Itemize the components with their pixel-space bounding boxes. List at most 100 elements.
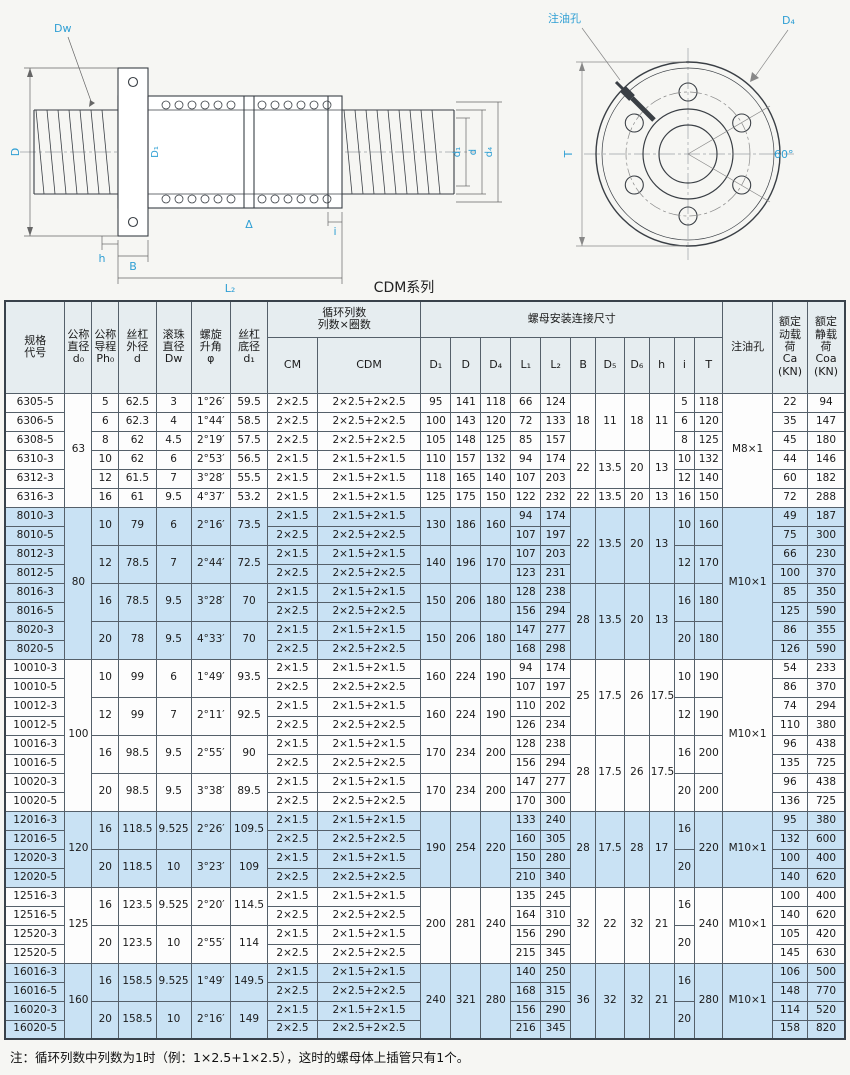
table-cell: 20 xyxy=(91,772,120,812)
table-cell: 238 xyxy=(540,582,572,603)
table-cell: 90 xyxy=(229,734,269,774)
table-cell: 16 xyxy=(91,886,120,926)
table-cell: 123.5 xyxy=(118,886,157,926)
table-cell: 36 xyxy=(570,962,596,1040)
table-cell: 288 xyxy=(807,487,846,508)
table-cell: 16 xyxy=(91,962,120,1002)
table-cell: 345 xyxy=(540,943,572,964)
table-cell: 16 xyxy=(91,582,120,622)
table-cell: 230 xyxy=(807,544,846,565)
table-cell: 2×2.5 xyxy=(267,639,318,660)
table-cell: 148 xyxy=(771,981,809,1002)
table-cell: 107 xyxy=(510,525,542,546)
ball-circles xyxy=(161,100,332,204)
table-cell: 160 xyxy=(420,658,452,698)
table-cell: 160 xyxy=(694,506,724,546)
table-cell: 2×1.5+2×1.5 xyxy=(316,620,422,641)
header-cell: i xyxy=(673,336,696,394)
table-cell: 17.5 xyxy=(595,734,625,812)
table-cell: 8 xyxy=(91,430,120,451)
table-cell: 2°16′ xyxy=(190,506,231,546)
table-cell: 2°55′ xyxy=(190,734,231,774)
table-cell: 20 xyxy=(623,506,650,584)
spec-code-cell: 16016-5 xyxy=(4,981,66,1002)
table-cell: 9.5 xyxy=(155,487,192,508)
header-cell: D xyxy=(450,336,482,394)
table-cell: 28 xyxy=(570,734,596,812)
table-cell: 6 xyxy=(155,658,192,698)
table-cell: 2°20′ xyxy=(190,886,231,926)
table-cell: 2°55′ xyxy=(190,924,231,964)
table-cell: 146 xyxy=(807,449,846,470)
table-cell: 109.5 xyxy=(229,810,269,850)
flange-dimension-lines xyxy=(576,27,789,247)
header-cell: h xyxy=(648,336,675,394)
table-cell: 400 xyxy=(807,848,846,869)
dim-label-h: h xyxy=(99,252,106,265)
table-cell: 2×2.5+2×2.5 xyxy=(316,791,422,812)
table-cell: 3°28′ xyxy=(190,582,231,622)
table-cell: 3°23′ xyxy=(190,848,231,888)
table-cell: 2×2.5+2×2.5 xyxy=(316,411,422,432)
table-cell: 231 xyxy=(540,563,572,584)
table-cell: 80 xyxy=(64,506,93,660)
table-cell: 174 xyxy=(540,449,572,470)
table-cell: M10×1 xyxy=(722,962,773,1040)
table-cell: 100 xyxy=(771,563,809,584)
table-cell: 2×1.5+2×1.5 xyxy=(316,734,422,755)
table-cell: 147 xyxy=(807,411,846,432)
table-cell: 140 xyxy=(510,962,542,983)
table-cell: 200 xyxy=(694,734,724,774)
header-cell: CM xyxy=(267,336,318,394)
table-cell: 232 xyxy=(540,487,572,508)
table-cell: 100 xyxy=(420,411,452,432)
footnote: 注：循环列数中列数为1时（例：1×2.5+1×2.5），这时的螺母体上插管只有1… xyxy=(10,1050,470,1065)
table-cell: 28 xyxy=(570,582,596,660)
spec-code-cell: 10016-5 xyxy=(4,753,66,774)
table-cell: 94 xyxy=(510,658,542,679)
table-cell: 96 xyxy=(771,734,809,755)
table-cell: 160 xyxy=(510,829,542,850)
table-cell: 62.5 xyxy=(118,392,157,413)
table-cell: 72 xyxy=(771,487,809,508)
table-cell: 9.5 xyxy=(155,734,192,774)
table-cell: 62 xyxy=(118,449,157,470)
table-cell: 9.5 xyxy=(155,582,192,622)
table-cell: 168 xyxy=(510,981,542,1002)
table-cell: 180 xyxy=(480,620,512,660)
table-cell: 93.5 xyxy=(229,658,269,698)
spec-code-cell: 8012-5 xyxy=(4,563,66,584)
table-cell: 135 xyxy=(510,886,542,907)
flange-view-drawing: 注油孔 D₄ 60° T xyxy=(548,11,795,260)
table-cell: 174 xyxy=(540,658,572,679)
table-cell: 2°16′ xyxy=(190,1000,231,1040)
table-cell: 2°26′ xyxy=(190,810,231,850)
table-cell: 2×2.5+2×2.5 xyxy=(316,563,422,584)
table-cell: 150 xyxy=(420,620,452,660)
table-cell: 190 xyxy=(480,696,512,736)
table-cell: 250 xyxy=(540,962,572,983)
table-cell: 92.5 xyxy=(229,696,269,736)
table-cell: 2×2.5 xyxy=(267,392,318,413)
dim-label-T: T xyxy=(562,150,575,158)
table-cell: 16 xyxy=(673,962,696,1002)
header-cell: 丝杠 底径 d₁ xyxy=(229,300,269,394)
table-cell: 75 xyxy=(771,525,809,546)
table-cell: 22 xyxy=(570,487,596,508)
table-cell: 281 xyxy=(450,886,482,964)
table-cell: 340 xyxy=(540,867,572,888)
table-cell: 350 xyxy=(807,582,846,603)
table-cell: 2×2.5 xyxy=(267,1019,318,1040)
table-cell: 1°26′ xyxy=(190,392,231,413)
table-cell: 315 xyxy=(540,981,572,1002)
table-cell: 2×2.5 xyxy=(267,601,318,622)
table-cell: 280 xyxy=(694,962,724,1040)
table-cell: 22 xyxy=(570,449,596,489)
table-cell: 21 xyxy=(648,886,675,964)
table-cell: 200 xyxy=(480,772,512,812)
table-cell: 203 xyxy=(540,468,572,489)
